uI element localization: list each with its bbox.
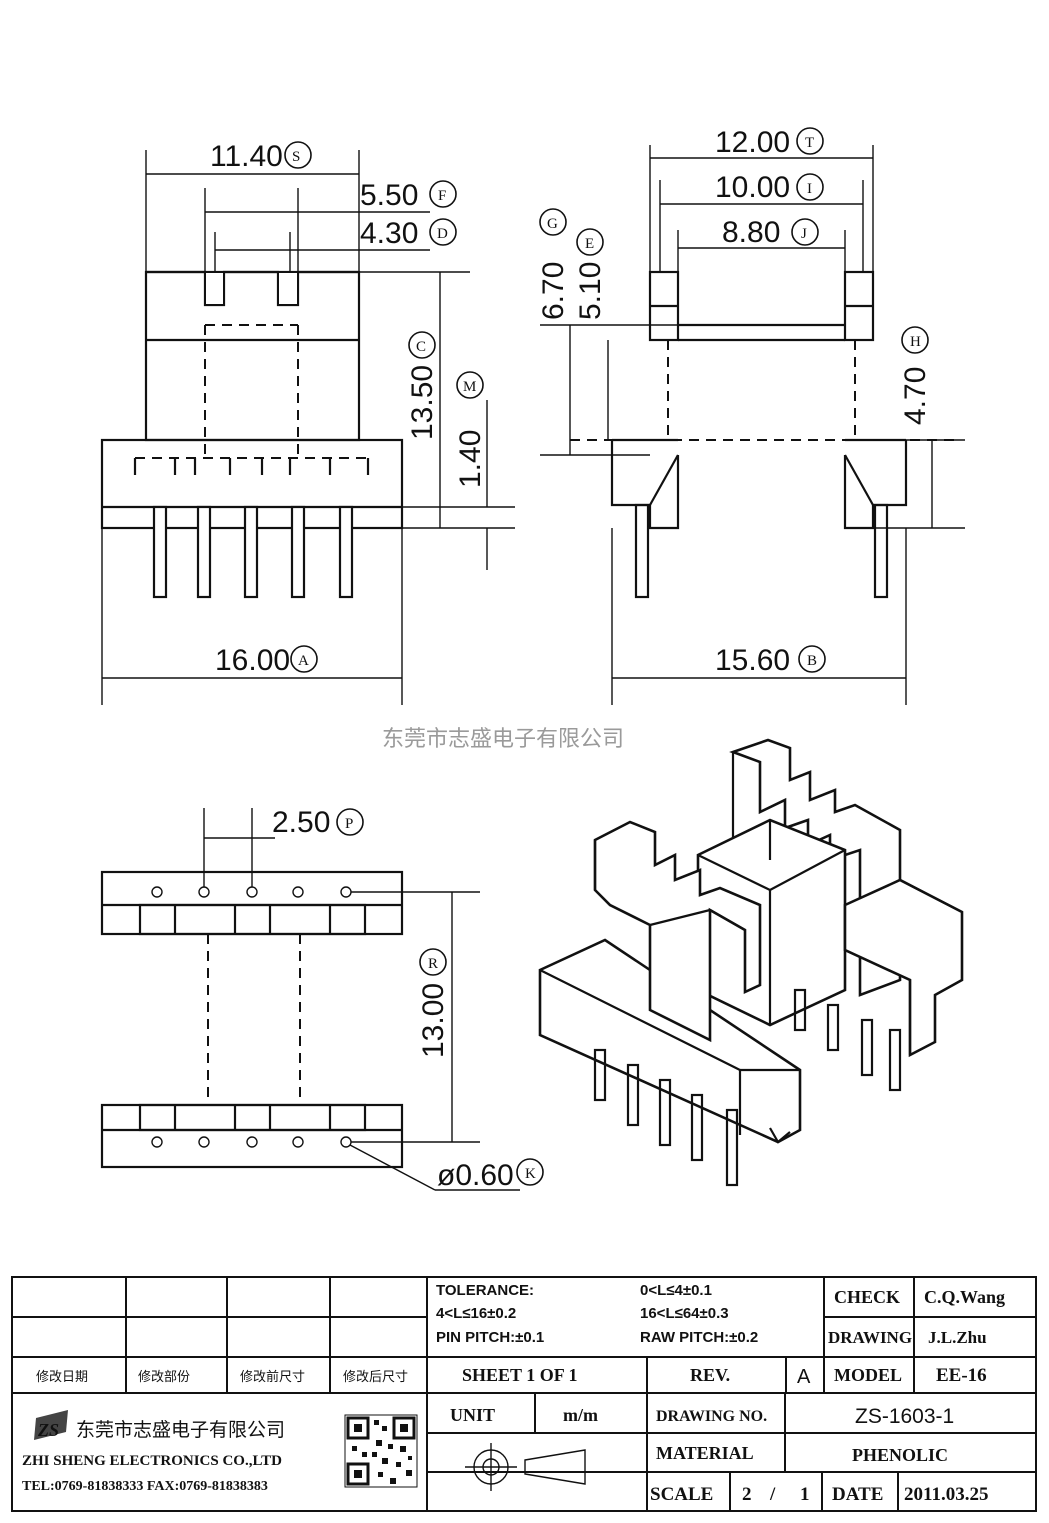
company-logo: ZS — [34, 1410, 68, 1440]
date-label: DATE — [832, 1484, 883, 1505]
model-label: MODEL — [834, 1365, 902, 1385]
pin-pitch-tolerance: PIN PITCH:±0.1 — [436, 1329, 544, 1346]
drawing-label: DRAWING — [828, 1328, 912, 1347]
dim-f-label: 5.50 — [360, 179, 418, 212]
drawing-value: J.L.Zhu — [928, 1328, 987, 1347]
dim-a-label: 16.00 — [215, 644, 290, 677]
rev-header-date: 修改日期 — [36, 1370, 88, 1385]
balloon-c: C — [416, 339, 426, 355]
drawing-no-value: ZS-1603-1 — [855, 1405, 954, 1428]
company-name-en: ZHI SHENG ELECTRONICS CO.,LTD — [22, 1453, 282, 1469]
check-value: C.Q.Wang — [924, 1287, 1005, 1307]
balloon-s: S — [292, 149, 300, 165]
dim-r-label: 13.00 — [417, 983, 450, 1058]
tolerance-range-2: 4<L≤16±0.2 — [436, 1305, 516, 1322]
balloon-i: I — [807, 181, 812, 197]
front-view: 11.40 S 5.50 F 4.30 D 13.50 C 1.40 M 16.… — [100, 140, 515, 705]
balloon-j: J — [801, 226, 807, 242]
rev-header-after: 修改后尺寸 — [343, 1370, 408, 1385]
balloon-e: E — [585, 236, 594, 252]
unit-label: UNIT — [450, 1405, 495, 1425]
dim-d-label: 4.30 — [360, 217, 418, 250]
material-value: PHENOLIC — [852, 1445, 948, 1465]
balloon-k: K — [525, 1166, 536, 1182]
balloon-h: H — [910, 334, 921, 350]
balloon-b: B — [807, 653, 817, 669]
balloon-g: G — [547, 216, 558, 232]
scale-label: SCALE — [650, 1484, 713, 1505]
rev-header-part: 修改部份 — [138, 1370, 190, 1385]
dim-p-label: 2.50 — [272, 806, 330, 839]
company-contact: TEL:0769-81838333 FAX:0769-81838383 — [22, 1479, 268, 1494]
rev-value: A — [797, 1366, 811, 1388]
tolerance-range-1: 0<L≤4±0.1 — [640, 1282, 712, 1299]
balloon-m: M — [463, 379, 476, 395]
title-block: TOLERANCE: 0<L≤4±0.1 4<L≤16±0.2 16<L≤64±… — [11, 1276, 1037, 1512]
dim-g-label: 6.70 — [537, 262, 570, 320]
unit-value: m/m — [563, 1405, 598, 1425]
side-view: 12.00 T 10.00 I 8.80 J 6.70 G 5.10 E 4.7… — [537, 126, 965, 705]
projection-symbol-icon — [465, 1443, 586, 1491]
balloon-a: A — [298, 653, 309, 669]
balloon-t: T — [805, 135, 814, 151]
dim-c-label: 13.50 — [406, 365, 439, 440]
dim-j-label: 8.80 — [722, 216, 780, 249]
scale-separator: / — [769, 1484, 776, 1505]
watermark-text: 东莞市志盛电子有限公司 — [382, 727, 624, 752]
material-label: MATERIAL — [656, 1443, 754, 1463]
check-label: CHECK — [834, 1287, 900, 1307]
dim-b-label: 15.60 — [715, 644, 790, 677]
date-value: 2011.03.25 — [904, 1484, 988, 1505]
isometric-view — [538, 738, 964, 1187]
tolerance-label: TOLERANCE: — [436, 1282, 534, 1299]
dim-k-label: ø0.60 — [437, 1159, 514, 1192]
qr-code — [344, 1414, 418, 1488]
balloon-p: P — [345, 816, 353, 832]
sheet-label: SHEET 1 OF 1 — [462, 1365, 578, 1385]
dim-m-label: 1.40 — [454, 430, 487, 488]
dim-e-label: 5.10 — [574, 262, 607, 320]
dim-i-label: 10.00 — [715, 171, 790, 204]
balloon-f: F — [438, 188, 446, 204]
scale-numerator: 2 — [742, 1484, 752, 1505]
model-value: EE-16 — [936, 1365, 987, 1386]
dim-t-label: 12.00 — [715, 126, 790, 159]
drawing-no-label: DRAWING NO. — [656, 1408, 767, 1425]
raw-pitch-tolerance: RAW PITCH:±0.2 — [640, 1329, 758, 1346]
company-name-cn: 东莞市志盛电子有限公司 — [76, 1419, 285, 1441]
dim-h-label: 4.70 — [899, 367, 932, 425]
bottom-view: 2.50 P 13.00 R ø0.60 K — [100, 806, 544, 1192]
balloon-r: R — [428, 956, 438, 972]
dim-s-label: 11.40 — [210, 140, 283, 173]
scale-denominator: 1 — [800, 1484, 810, 1505]
rev-header-before: 修改前尺寸 — [240, 1369, 305, 1385]
rev-label: REV. — [690, 1365, 730, 1385]
svg-text:ZS: ZS — [37, 1420, 59, 1440]
balloon-d: D — [437, 226, 448, 242]
tolerance-range-3: 16<L≤64±0.3 — [640, 1305, 729, 1322]
